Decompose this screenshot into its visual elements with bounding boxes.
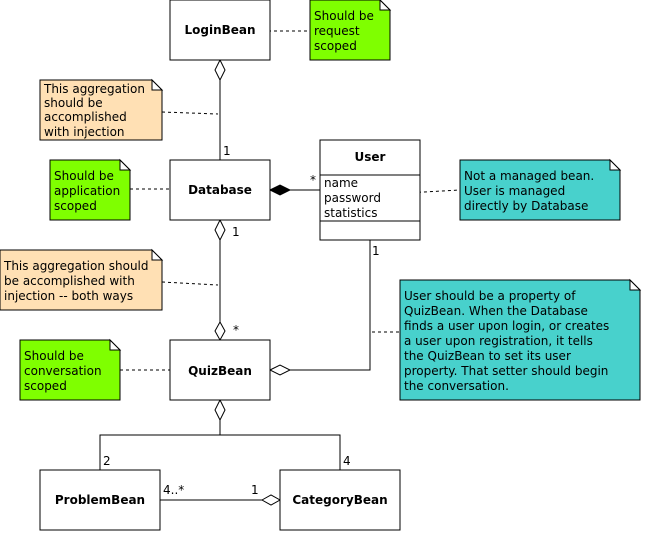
- edge-quizbean-children: [99, 434, 341, 470]
- multiplicity-login-database: 1: [223, 144, 231, 158]
- note-login-scope: Should be request scoped: [309, 0, 392, 61]
- aggregation-diamond-quizbean-right: [268, 364, 292, 376]
- composition-diamond-database: [268, 184, 292, 196]
- class-database[interactable]: Database: [169, 159, 271, 221]
- svg-text:property. That setter should b: property. That setter should begin: [404, 364, 608, 378]
- class-title: User: [355, 150, 386, 164]
- multiplicity-category-side: 1: [251, 483, 259, 497]
- class-categorybean[interactable]: CategoryBean: [279, 469, 401, 531]
- svg-text:a user upon registration, it t: a user upon registration, it tells: [404, 334, 593, 348]
- svg-text:should be: should be: [44, 96, 103, 110]
- svg-text:Should be: Should be: [54, 169, 114, 183]
- note-aggregation-both-ways: This aggregation should be accomplished …: [0, 248, 164, 311]
- svg-text:with injection: with injection: [44, 125, 125, 139]
- aggregation-diamond-database: [214, 218, 226, 242]
- aggregation-diamond-quizbean-bottom: [214, 398, 226, 422]
- svg-text:application: application: [54, 184, 120, 198]
- svg-text:This aggregation should: This aggregation should: [3, 259, 149, 273]
- svg-text:Should be: Should be: [24, 349, 84, 363]
- class-loginbean[interactable]: LoginBean: [169, 0, 271, 61]
- svg-text:request: request: [314, 24, 360, 38]
- class-title: LoginBean: [184, 23, 255, 37]
- aggregation-diamond-category: [260, 494, 282, 506]
- svg-text:This aggregation: This aggregation: [43, 82, 145, 96]
- class-title: ProblemBean: [55, 493, 145, 507]
- note-user-managed: Not a managed bean. User is managed dire…: [459, 158, 622, 221]
- multiplicity-problembean: 2: [103, 454, 111, 468]
- svg-text:finds a user upon login, or cr: finds a user upon login, or creates: [404, 319, 609, 333]
- svg-text:User is managed: User is managed: [464, 184, 565, 198]
- svg-text:accomplished: accomplished: [44, 110, 127, 124]
- class-user[interactable]: User name password statistics: [319, 139, 421, 241]
- svg-text:be accomplished with: be accomplished with: [4, 274, 135, 288]
- edge-user-quizbean: [290, 240, 371, 371]
- multiplicity-quizbean-end: *: [233, 323, 239, 337]
- multiplicity-user-quizbean: 1: [372, 244, 380, 258]
- class-title: QuizBean: [188, 364, 252, 378]
- svg-text:scoped: scoped: [24, 379, 67, 393]
- class-title: Database: [188, 183, 252, 197]
- svg-text:Should be: Should be: [314, 9, 374, 23]
- svg-text:User should be a property of: User should be a property of: [404, 289, 576, 303]
- class-title: CategoryBean: [292, 493, 387, 507]
- multiplicity-problem-side: 4..*: [163, 483, 184, 497]
- attribute-name: name: [324, 176, 358, 190]
- attribute-statistics: statistics: [324, 206, 378, 220]
- svg-text:scoped: scoped: [314, 39, 357, 53]
- svg-text:the QuizBean to set its user: the QuizBean to set its user: [404, 349, 571, 363]
- multiplicity-categorybean: 4: [343, 454, 351, 468]
- svg-text:directly by Database: directly by Database: [464, 199, 588, 213]
- svg-text:QuizBean. When the Database: QuizBean. When the Database: [404, 304, 588, 318]
- aggregation-diamond-quizbean-top: [214, 320, 226, 342]
- note-database-scope: Should be application scoped: [49, 158, 132, 221]
- attribute-password: password: [324, 191, 381, 205]
- note-aggregation-injection: This aggregation should be accomplished …: [39, 78, 164, 141]
- note-quizbean-user-property: User should be a property of QuizBean. W…: [399, 278, 642, 401]
- class-quizbean[interactable]: QuizBean: [169, 339, 271, 401]
- note-quizbean-scope: Should be conversation scoped: [19, 338, 122, 401]
- note-link-agg1: [161, 111, 219, 115]
- svg-text:scoped: scoped: [54, 199, 97, 213]
- multiplicity-database-end: 1: [232, 225, 240, 239]
- class-problembean[interactable]: ProblemBean: [39, 469, 161, 531]
- note-link-agg2: [161, 281, 219, 286]
- multiplicity-user-end: *: [310, 173, 316, 187]
- aggregation-diamond-login: [214, 58, 226, 82]
- svg-text:Not a managed bean.: Not a managed bean.: [464, 169, 594, 183]
- svg-text:injection -- both ways: injection -- both ways: [4, 289, 133, 303]
- svg-text:the conversation.: the conversation.: [404, 379, 509, 393]
- svg-text:conversation: conversation: [24, 364, 102, 378]
